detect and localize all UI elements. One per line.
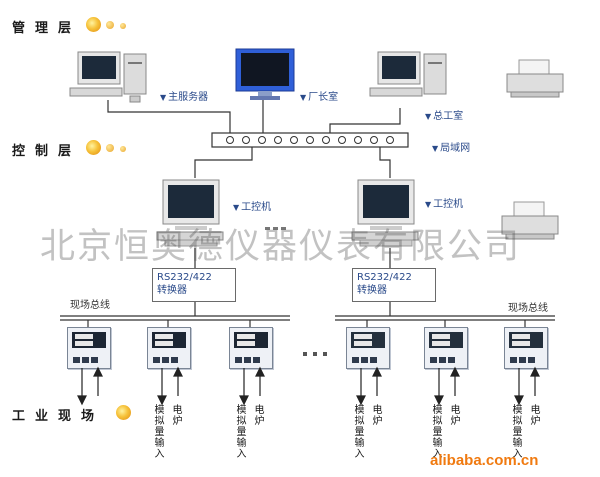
flower-icon <box>86 17 101 32</box>
analog-input-label: 模拟量输入 <box>510 404 521 459</box>
lan-label: ▼局域网 <box>432 143 471 154</box>
analog-input-label: 模拟量输入 <box>234 404 245 459</box>
temperature-controller <box>346 327 390 369</box>
ipc-right-label: ▼工控机 <box>425 199 464 210</box>
printer-icon <box>506 59 564 98</box>
ipc-left-label: ▼工控机 <box>233 202 272 213</box>
temperature-controller <box>229 327 273 369</box>
converter-right: RS232/422 转换器 <box>352 268 436 302</box>
analog-input-label: 模拟量输入 <box>352 404 363 459</box>
temperature-controller <box>147 327 191 369</box>
temperature-controller <box>424 327 468 369</box>
analog-input-label: 模拟量输入 <box>152 404 163 459</box>
furnace-label: 电炉 <box>252 404 263 426</box>
analog-input-label: 模拟量输入 <box>430 404 441 459</box>
company-watermark: 北京恒奥德仪器仪表有限公司 <box>40 227 522 267</box>
furnace-label: 电炉 <box>448 404 459 426</box>
dot-icon <box>120 146 126 152</box>
furnace-label: 电炉 <box>170 404 181 426</box>
control-layer-title: 控制层 <box>12 144 82 159</box>
source-watermark: alibaba.com.cn <box>430 452 539 469</box>
dot-icon <box>106 21 114 29</box>
main-server-label: ▼主服务器 <box>160 92 209 103</box>
factory-director-monitor-icon <box>235 48 295 100</box>
temperature-controller <box>504 327 548 369</box>
dot-icon <box>106 144 114 152</box>
field-bus-left-label: 现场总线 <box>70 300 110 311</box>
chief-engineer-label: ▼总工室 <box>425 111 464 122</box>
flower-icon <box>86 140 101 155</box>
converter-left: RS232/422 转换器 <box>152 268 236 302</box>
ipc-right-computer-icon <box>351 179 419 247</box>
flower-icon <box>116 405 131 420</box>
field-layer-title: 工业现场 <box>12 409 105 424</box>
furnace-label: 电炉 <box>528 404 539 426</box>
furnace-label: 电炉 <box>370 404 381 426</box>
ipc-left-computer-icon <box>156 179 224 247</box>
main-server-computer-icon <box>69 51 147 103</box>
management-layer-title: 管理层 <box>12 21 82 36</box>
chief-engineer-computer-icon <box>369 51 447 97</box>
dot-icon <box>120 23 126 29</box>
factory-director-label: ▼厂长室 <box>300 92 339 103</box>
temperature-controller <box>67 327 111 369</box>
field-bus-right-label: 现场总线 <box>508 303 548 314</box>
printer-icon <box>501 201 559 240</box>
